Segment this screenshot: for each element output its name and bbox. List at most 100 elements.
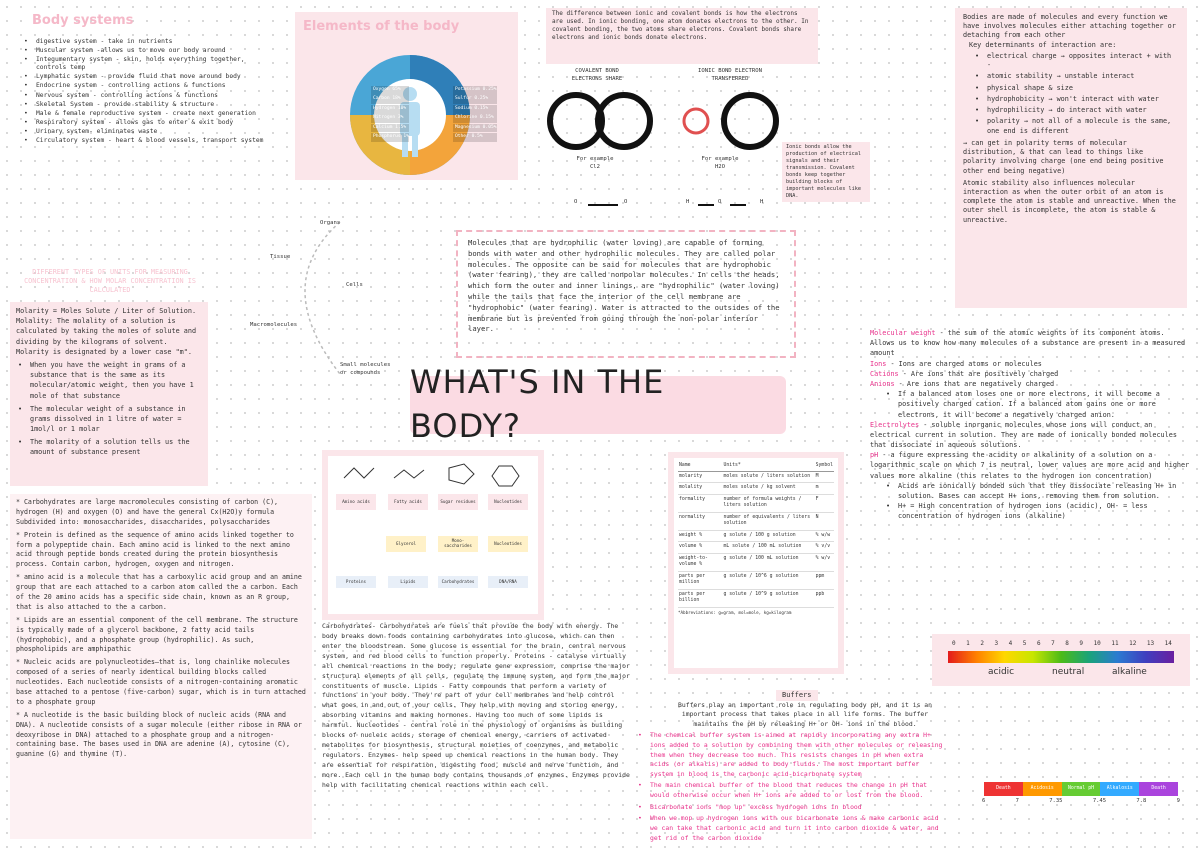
units-table-cell: moles solute / kg solvent [722, 482, 815, 495]
elements-heading: Elements of the body [303, 19, 460, 34]
level-cells: Cells [346, 282, 363, 288]
hierarchy-arc [304, 221, 341, 375]
buffers-section: Buffers Buffers play an important role i… [636, 690, 946, 845]
units-table-cell: N [814, 512, 834, 531]
bonds-intro-text: The difference between ionic and covalen… [552, 10, 809, 42]
polarity-note: → can get in polarity terms of molecular… [963, 138, 1164, 175]
acid-base-list: Acids are ionically bonded such that the… [884, 481, 1192, 522]
diagram-node: Nucleotides [488, 536, 528, 552]
bond-line [588, 204, 618, 206]
determinant-item: hydrophobicity → won't interact with wat… [973, 95, 1179, 104]
level-tissue: Tissue [270, 254, 291, 260]
determinant-item: physical shape & size [973, 84, 1179, 93]
ionic-note-text: Ionic bonds allow the production of elec… [786, 144, 861, 200]
diagram-node: Amino acids [336, 494, 376, 510]
blood-ph-segment: Alkalosis [1100, 782, 1140, 796]
hydrophilic-text: Molecules that are hydrophilic (water lo… [468, 238, 780, 334]
element-label: Carbon 18% [371, 95, 409, 105]
diagram-node: Carbohydrates [438, 576, 478, 588]
units-table-cell: volume % [678, 541, 723, 554]
element-label: Oxygen 65% [371, 86, 409, 95]
buffers-title: Buffers [776, 690, 818, 701]
page-title: WHAT'S IN THE BODY? [410, 363, 786, 445]
ions-text: - Ions are charged atoms or molecules [886, 359, 1042, 368]
body-system-item: digestive system - take in nutrients [22, 38, 268, 47]
macromolecule-para: * amino acid is a molecule that has a ca… [16, 573, 302, 611]
units-table-cell: F [814, 494, 834, 513]
atom-h2: H [760, 199, 764, 205]
elements-right-labels: Potassium 0.25%Sulfur 0.25%Sodium 0.15%C… [453, 86, 497, 142]
buffers-list: The chemical buffer system is aimed at r… [636, 731, 946, 843]
body-system-item: Skeletal System - provide stability & st… [22, 101, 268, 110]
level-organs: Organs [320, 220, 341, 226]
units-table-cell: M [814, 471, 834, 484]
molecules-box: Bodies are made of molecules and every f… [955, 8, 1187, 308]
units-intro: Molarity = Moles Solute / Liter of Solut… [16, 307, 197, 356]
ions-label: Ions [870, 359, 887, 368]
buffer-item: When we mop up hydrogen ions with our bi… [636, 814, 946, 843]
electrolytes-label: Electrolytes [870, 420, 920, 429]
ph-number: 7 [1051, 640, 1055, 647]
macromolecules-box: * Carbohydrates are large macromolecules… [10, 494, 312, 839]
ph-number: 0 [952, 640, 956, 647]
ph-label-neutral: neutral [1052, 667, 1085, 677]
units-table-cell: g solute / 10^9 g solution [722, 589, 815, 608]
body-system-item: Lymphatic system - provide fluid that mo… [22, 73, 268, 82]
molecules-key: Key determinants of interaction are: [969, 40, 1117, 49]
units-table-cell: g solute / 100 mL solution [722, 553, 815, 572]
macromolecule-para: * Lipids are an essential component of t… [16, 615, 298, 654]
units-table-cell: mL solute / 100 mL solution [722, 541, 815, 554]
acid-base-item: H+ = High concentration of hydrogen ions… [884, 501, 1192, 521]
molecular-weight-section: Molecular weight - the sum of the atomic… [870, 328, 1192, 608]
ph-number: 8 [1065, 640, 1069, 647]
ph-number: 3 [994, 640, 999, 647]
ionic-example: For example H2O [701, 156, 739, 170]
macromolecule-para: * A nucleotide is the basic building blo… [16, 710, 302, 759]
diagram-node: DNA/RNA [488, 576, 528, 588]
macromolecule-para: * Carbohydrates are large macromolecules… [16, 498, 279, 526]
units-table-header: Symbol [814, 462, 834, 472]
blood-ph-segment: Death [984, 782, 1023, 796]
ph-label-acidic: acidic [988, 667, 1015, 677]
acid-base-item: Acids are ionically bonded such that the… [884, 481, 1192, 501]
element-label: Phosphorus 1% [371, 132, 409, 142]
units-table-cell: weight-to-volume % [678, 553, 723, 572]
bond-line [730, 204, 746, 206]
anions-label: Anions [870, 379, 895, 388]
elements-wheel [350, 55, 470, 175]
ph-number: 5 [1022, 640, 1027, 647]
units-table-cell: number of equivalents / liters solution [722, 512, 815, 531]
units-table-cell: % w/w [814, 530, 834, 543]
ph-para: pH - a figure expressing the acidity or … [870, 450, 1192, 481]
units-item: When you have the weight in grams of a s… [16, 360, 202, 401]
units-table-row: volume %mL solute / 100 mL solution% v/v [678, 541, 834, 554]
units-table-cell: parts per million [678, 571, 723, 590]
units-table-cell: molarity [678, 471, 723, 484]
element-label: Chlorine 0.15% [453, 114, 497, 123]
determinant-item: electrical charge → opposites interact +… [973, 52, 1179, 70]
electrolytes-text: - soluble inorganic molecules whose ions… [870, 420, 1177, 450]
ph-number: 12 [1129, 640, 1137, 647]
body-system-item: Endocrine system - controlling actions &… [22, 82, 268, 91]
element-label: Potassium 0.25% [453, 86, 497, 95]
units-table-cell: weight % [678, 530, 723, 543]
level-small-molecules: Small molecules or compounds [340, 362, 391, 376]
molecule-structures [343, 463, 520, 487]
diagram-node: Glycerol [386, 536, 426, 552]
anion-list: If a balanced atom loses one or more ele… [884, 389, 1192, 420]
element-label: Sulfur 0.25% [453, 95, 497, 105]
units-table-cell: ppb [814, 589, 834, 608]
buffer-item: The main chemical buffer of the blood th… [636, 781, 946, 800]
ph-number: 6 [1036, 640, 1041, 647]
units-table-cell: molality [678, 482, 723, 495]
units-item: The molarity of a solution tells us the … [16, 437, 202, 457]
body-system-item: Muscular system -allows us to move our b… [22, 47, 268, 56]
